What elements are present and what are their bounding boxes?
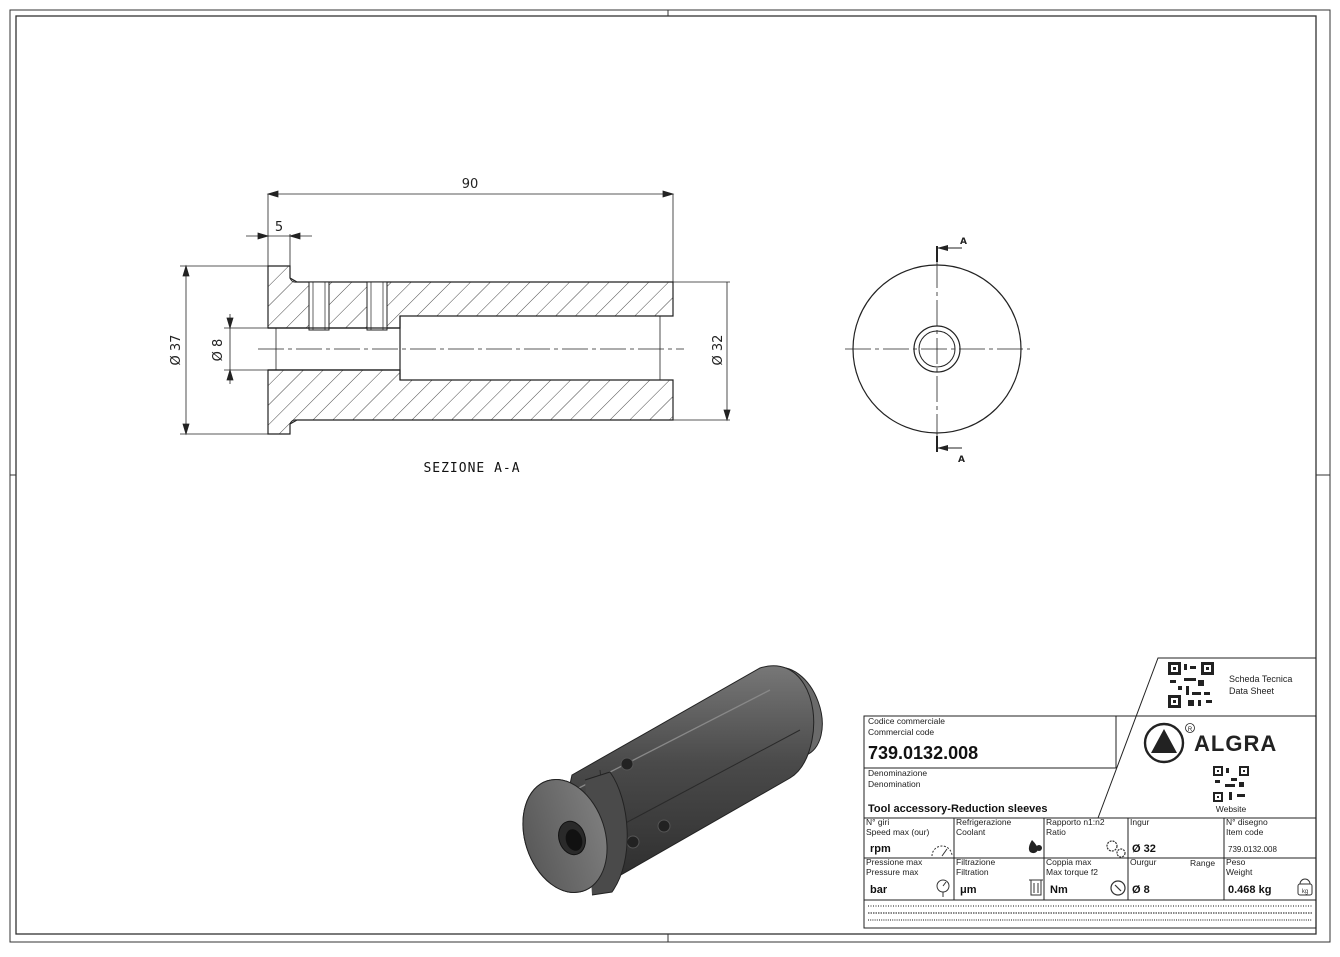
svg-text:Ingur: Ingur bbox=[1130, 817, 1150, 827]
svg-text:N° giri: N° giri bbox=[866, 817, 889, 827]
isometric-view bbox=[522, 665, 823, 896]
svg-text:μm: μm bbox=[960, 884, 977, 896]
svg-text:Coppia max: Coppia max bbox=[1046, 857, 1092, 867]
dim-length-label: 90 bbox=[462, 177, 479, 192]
front-view bbox=[845, 245, 1030, 452]
commercial-code: 739.0132.008 bbox=[868, 743, 978, 763]
svg-text:Range: Range bbox=[1190, 858, 1215, 868]
svg-text:Refrigerazione: Refrigerazione bbox=[956, 817, 1012, 827]
svg-text:bar: bar bbox=[870, 884, 888, 896]
section-title: SEZIONE A-A bbox=[423, 461, 520, 476]
svg-text:Pressure max: Pressure max bbox=[866, 867, 919, 877]
denom-label-it: Denominazione bbox=[868, 768, 927, 778]
svg-text:Nm: Nm bbox=[1050, 884, 1068, 896]
website-label: Website bbox=[1216, 804, 1247, 814]
svg-text:Peso: Peso bbox=[1226, 857, 1246, 867]
section-mark-bottom: A bbox=[958, 455, 965, 465]
datasheet-label-it: Scheda Tecnica bbox=[1229, 674, 1292, 684]
svg-text:Speed max (our): Speed max (our) bbox=[866, 827, 929, 837]
code-label-it: Codice commerciale bbox=[868, 716, 945, 726]
weight-icon: kg bbox=[1297, 878, 1313, 896]
svg-text:Ratio: Ratio bbox=[1046, 827, 1066, 837]
website-qr-code bbox=[1213, 766, 1249, 802]
svg-text:Rapporto n1:n2: Rapporto n1:n2 bbox=[1046, 817, 1105, 827]
coolant-drop-icon bbox=[1028, 840, 1042, 854]
denomination-value: Tool accessory-Reduction sleeves bbox=[868, 803, 1048, 815]
spec-row-2: Pressione max Pressure max bar Filtrazio… bbox=[866, 857, 1271, 896]
torque-icon bbox=[1110, 880, 1126, 896]
dim-outer-label: Ø 37 bbox=[169, 335, 184, 366]
code-label-en: Commercial code bbox=[868, 727, 934, 737]
section-view bbox=[258, 265, 684, 435]
dim-flange-label: 5 bbox=[275, 220, 283, 235]
sheet-outer-border bbox=[9, 9, 1331, 943]
brand-name: ALGRA bbox=[1194, 731, 1277, 756]
svg-text:Ø 8: Ø 8 bbox=[1132, 884, 1150, 896]
datasheet-qr-code bbox=[1168, 662, 1214, 708]
speed-gauge-icon bbox=[931, 845, 953, 857]
algra-logo: R bbox=[1143, 722, 1195, 764]
dim-shank-label: Ø 32 bbox=[711, 335, 726, 366]
svg-text:Pressione max: Pressione max bbox=[866, 857, 923, 867]
svg-text:R: R bbox=[1188, 727, 1193, 733]
denom-label-en: Denomination bbox=[868, 779, 921, 789]
svg-text:739.0132.008: 739.0132.008 bbox=[1228, 845, 1277, 854]
svg-text:Item code: Item code bbox=[1226, 827, 1264, 837]
svg-text:Ø 32: Ø 32 bbox=[1132, 843, 1156, 855]
title-block bbox=[863, 657, 1317, 929]
fine-print-strip bbox=[868, 905, 1312, 921]
svg-text:N° disegno: N° disegno bbox=[1226, 817, 1268, 827]
dim-bore-label: Ø 8 bbox=[211, 339, 226, 362]
section-mark-top: A bbox=[960, 237, 967, 247]
gears-icon bbox=[1106, 840, 1126, 858]
svg-text:Filtration: Filtration bbox=[956, 867, 989, 877]
spec-row-1: N° giri Speed max (our) rpm Refrigerazio… bbox=[866, 817, 1277, 855]
svg-text:rpm: rpm bbox=[870, 843, 891, 855]
svg-text:0.468 kg: 0.468 kg bbox=[1228, 884, 1271, 896]
filter-bin-icon bbox=[1029, 879, 1043, 896]
datasheet-label-en: Data Sheet bbox=[1229, 686, 1275, 696]
svg-text:Filtrazione: Filtrazione bbox=[956, 857, 995, 867]
dimensions bbox=[180, 190, 731, 436]
svg-text:Coolant: Coolant bbox=[956, 827, 986, 837]
pressure-gauge-icon bbox=[936, 879, 950, 897]
svg-text:Ourgur: Ourgur bbox=[1130, 857, 1157, 867]
svg-text:kg: kg bbox=[1302, 889, 1308, 895]
svg-text:Max torque f2: Max torque f2 bbox=[1046, 867, 1098, 877]
svg-text:Weight: Weight bbox=[1226, 867, 1253, 877]
